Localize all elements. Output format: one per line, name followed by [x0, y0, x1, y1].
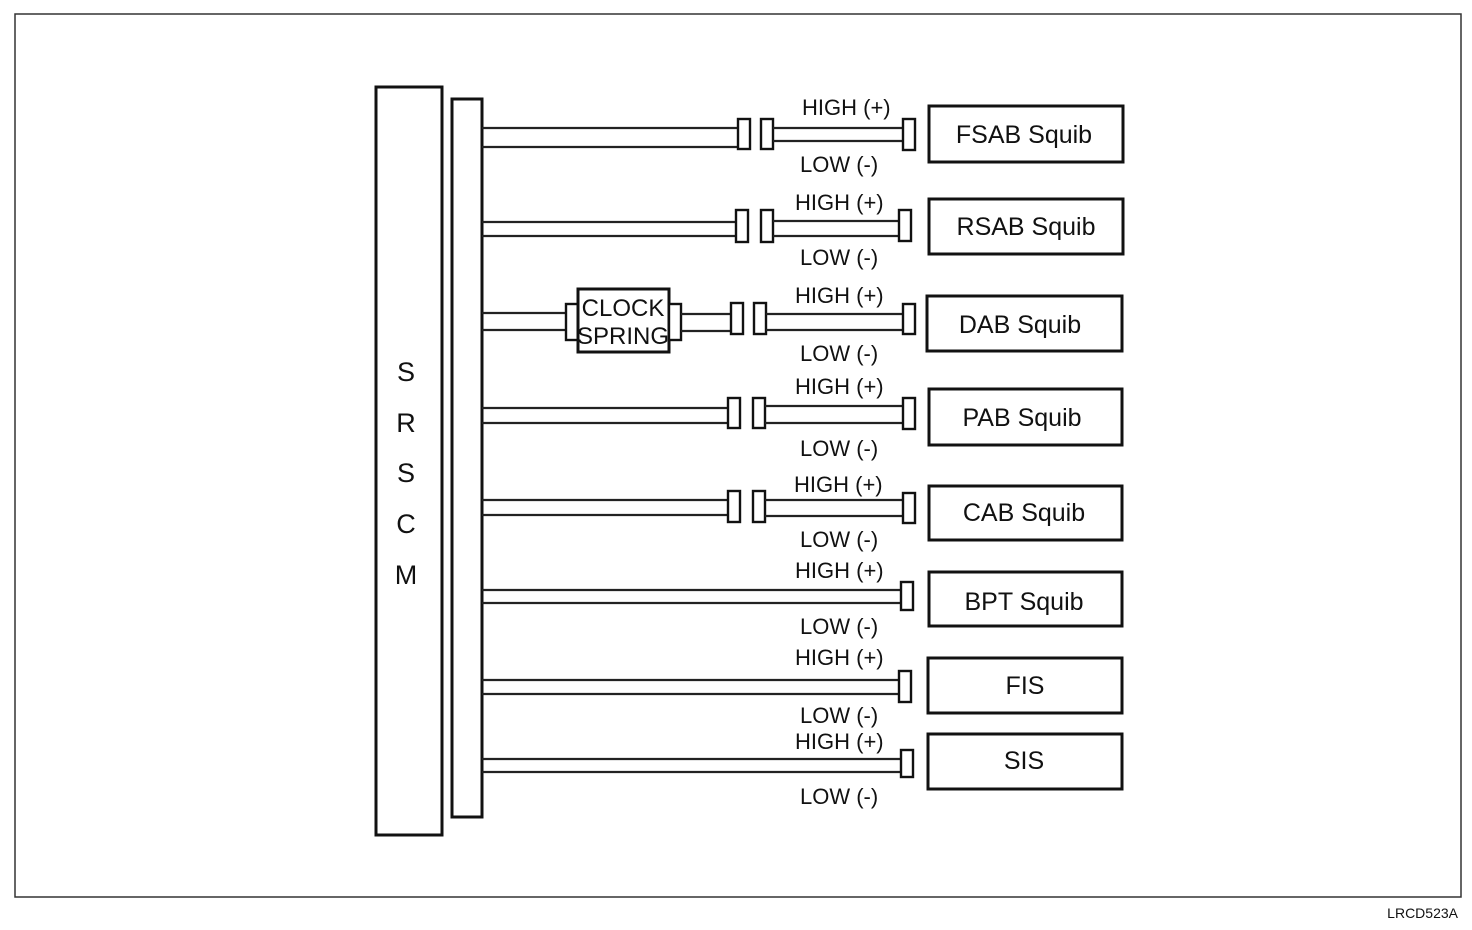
- high-label: HIGH (+): [794, 472, 883, 497]
- squib-connector: [901, 117, 917, 152]
- squib-box: [926, 656, 1124, 715]
- inline-connector: [759, 208, 775, 244]
- channel-cab: CAB Squib HIGH (+) LOW (-): [482, 472, 1124, 552]
- low-label: LOW (-): [800, 614, 878, 639]
- high-label: HIGH (+): [795, 558, 884, 583]
- inline-connector: [736, 117, 752, 151]
- inline-connector: [759, 117, 775, 151]
- channel-sis: SIS HIGH (+) LOW (-): [482, 729, 1124, 809]
- srscm-harness-connector: [450, 97, 484, 819]
- squib-box: [927, 570, 1124, 628]
- squib-name: BPT Squib: [964, 588, 1083, 616]
- srscm-letter: S: [397, 458, 415, 488]
- clock-spring-label: CLOCK: [582, 295, 665, 322]
- srscm-letter: M: [395, 560, 418, 590]
- srscm-letter: S: [397, 357, 415, 387]
- clock-spring-connector: [667, 302, 683, 342]
- diagram-frame: [14, 13, 1462, 898]
- channel-rsab: RSAB Squib HIGH (+) LOW (-): [482, 190, 1125, 270]
- clock-spring-label: SPRING: [577, 323, 669, 350]
- squib-box: [927, 197, 1125, 256]
- high-label: HIGH (+): [795, 283, 884, 308]
- srscm-letter: R: [396, 408, 416, 438]
- inline-connector: [729, 301, 745, 336]
- inline-connector: [751, 489, 767, 524]
- squib-box: [925, 294, 1124, 353]
- clock-spring-box: [576, 287, 671, 354]
- squib-connector: [897, 669, 913, 704]
- high-label: HIGH (+): [795, 374, 884, 399]
- squib-name: DAB Squib: [959, 311, 1081, 339]
- squib-connector: [899, 748, 915, 779]
- srscm-label: S R S C M: [395, 357, 418, 590]
- srscm-letter: C: [396, 509, 416, 539]
- squib-connector: [901, 396, 917, 431]
- inline-connector: [734, 208, 750, 244]
- figure-code: LRCD523A: [1387, 905, 1458, 921]
- squib-name: SIS: [1004, 747, 1044, 775]
- inline-connector: [752, 301, 768, 336]
- squib-name: FIS: [1006, 672, 1045, 700]
- high-label: HIGH (+): [795, 645, 884, 670]
- channel-fis: FIS HIGH (+) LOW (-): [482, 645, 1124, 728]
- high-label: HIGH (+): [795, 190, 884, 215]
- squib-box: [927, 387, 1124, 447]
- squib-name: PAB Squib: [962, 404, 1081, 432]
- squib-name: CAB Squib: [963, 499, 1085, 527]
- squib-connector: [901, 491, 917, 525]
- squib-box: [927, 484, 1124, 542]
- low-label: LOW (-): [800, 245, 878, 270]
- squib-box: [927, 104, 1125, 164]
- channel-bpt: BPT Squib HIGH (+) LOW (-): [482, 558, 1124, 639]
- squib-connector: [899, 580, 915, 612]
- channel-dab: CLOCK SPRING DAB Squib HIGH (+) LOW (-): [482, 283, 1124, 366]
- high-label: HIGH (+): [802, 95, 891, 120]
- low-label: LOW (-): [800, 703, 878, 728]
- low-label: LOW (-): [800, 341, 878, 366]
- inline-connector: [726, 396, 742, 430]
- squib-name: RSAB Squib: [957, 213, 1096, 241]
- srscm-module-box: [374, 85, 444, 837]
- channel-fsab: FSAB Squib HIGH (+) LOW (-): [482, 95, 1125, 177]
- channel-pab: PAB Squib HIGH (+) LOW (-): [482, 374, 1124, 461]
- low-label: LOW (-): [800, 784, 878, 809]
- squib-box: [926, 732, 1124, 791]
- low-label: LOW (-): [800, 152, 878, 177]
- low-label: LOW (-): [800, 527, 878, 552]
- inline-connector: [726, 489, 742, 524]
- low-label: LOW (-): [800, 436, 878, 461]
- high-label: HIGH (+): [795, 729, 884, 754]
- squib-connector: [897, 208, 913, 243]
- squib-name: FSAB Squib: [956, 121, 1092, 149]
- inline-connector: [751, 396, 767, 430]
- squib-connector: [901, 302, 917, 336]
